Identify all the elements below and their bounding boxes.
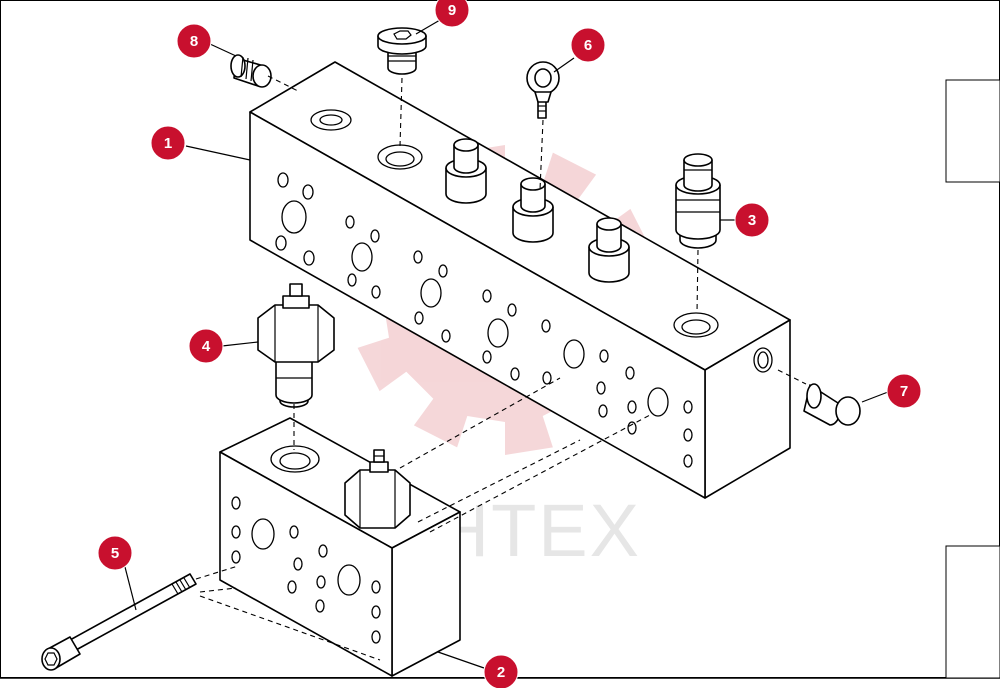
svg-text:3: 3 <box>748 212 756 229</box>
top-plug-a <box>445 138 487 204</box>
assembly-guide-lines <box>195 75 807 661</box>
lower-block-hex-valve <box>344 449 411 529</box>
part-9-socket-plug <box>377 27 427 75</box>
callout-7: 7 <box>886 373 922 409</box>
part-7-end-plug <box>803 383 861 426</box>
part-5-socket-bolt <box>41 573 197 671</box>
part-2-lower-block <box>219 417 461 677</box>
callout-9: 9 <box>434 0 470 28</box>
part-6-eye-bolt <box>526 61 560 119</box>
frame-tab-bottom <box>945 545 1000 679</box>
part-4-hex-valve <box>257 283 335 408</box>
callout-8: 8 <box>176 23 212 59</box>
part-1-manifold-block <box>249 61 791 499</box>
svg-text:5: 5 <box>111 545 119 562</box>
svg-text:8: 8 <box>190 33 198 50</box>
svg-text:6: 6 <box>584 37 592 54</box>
callout-badges: 1 2 3 4 5 6 7 8 9 <box>97 0 922 688</box>
frame-tab-top <box>945 79 1000 183</box>
callout-1: 1 <box>150 125 186 161</box>
callout-3: 3 <box>734 202 770 238</box>
svg-text:1: 1 <box>164 135 172 152</box>
callout-5: 5 <box>97 535 133 571</box>
svg-text:9: 9 <box>448 2 456 19</box>
top-plug-c <box>588 217 630 283</box>
callout-6: 6 <box>570 27 606 63</box>
callout-leaders <box>124 19 889 669</box>
svg-text:7: 7 <box>900 383 908 400</box>
top-plug-b <box>512 177 554 243</box>
callout-4: 4 <box>188 328 224 364</box>
part-8-small-plug <box>230 54 272 88</box>
svg-text:2: 2 <box>497 664 505 681</box>
part-3-cartridge-valve <box>675 153 721 249</box>
svg-text:4: 4 <box>202 338 211 355</box>
callout-2: 2 <box>483 654 519 688</box>
